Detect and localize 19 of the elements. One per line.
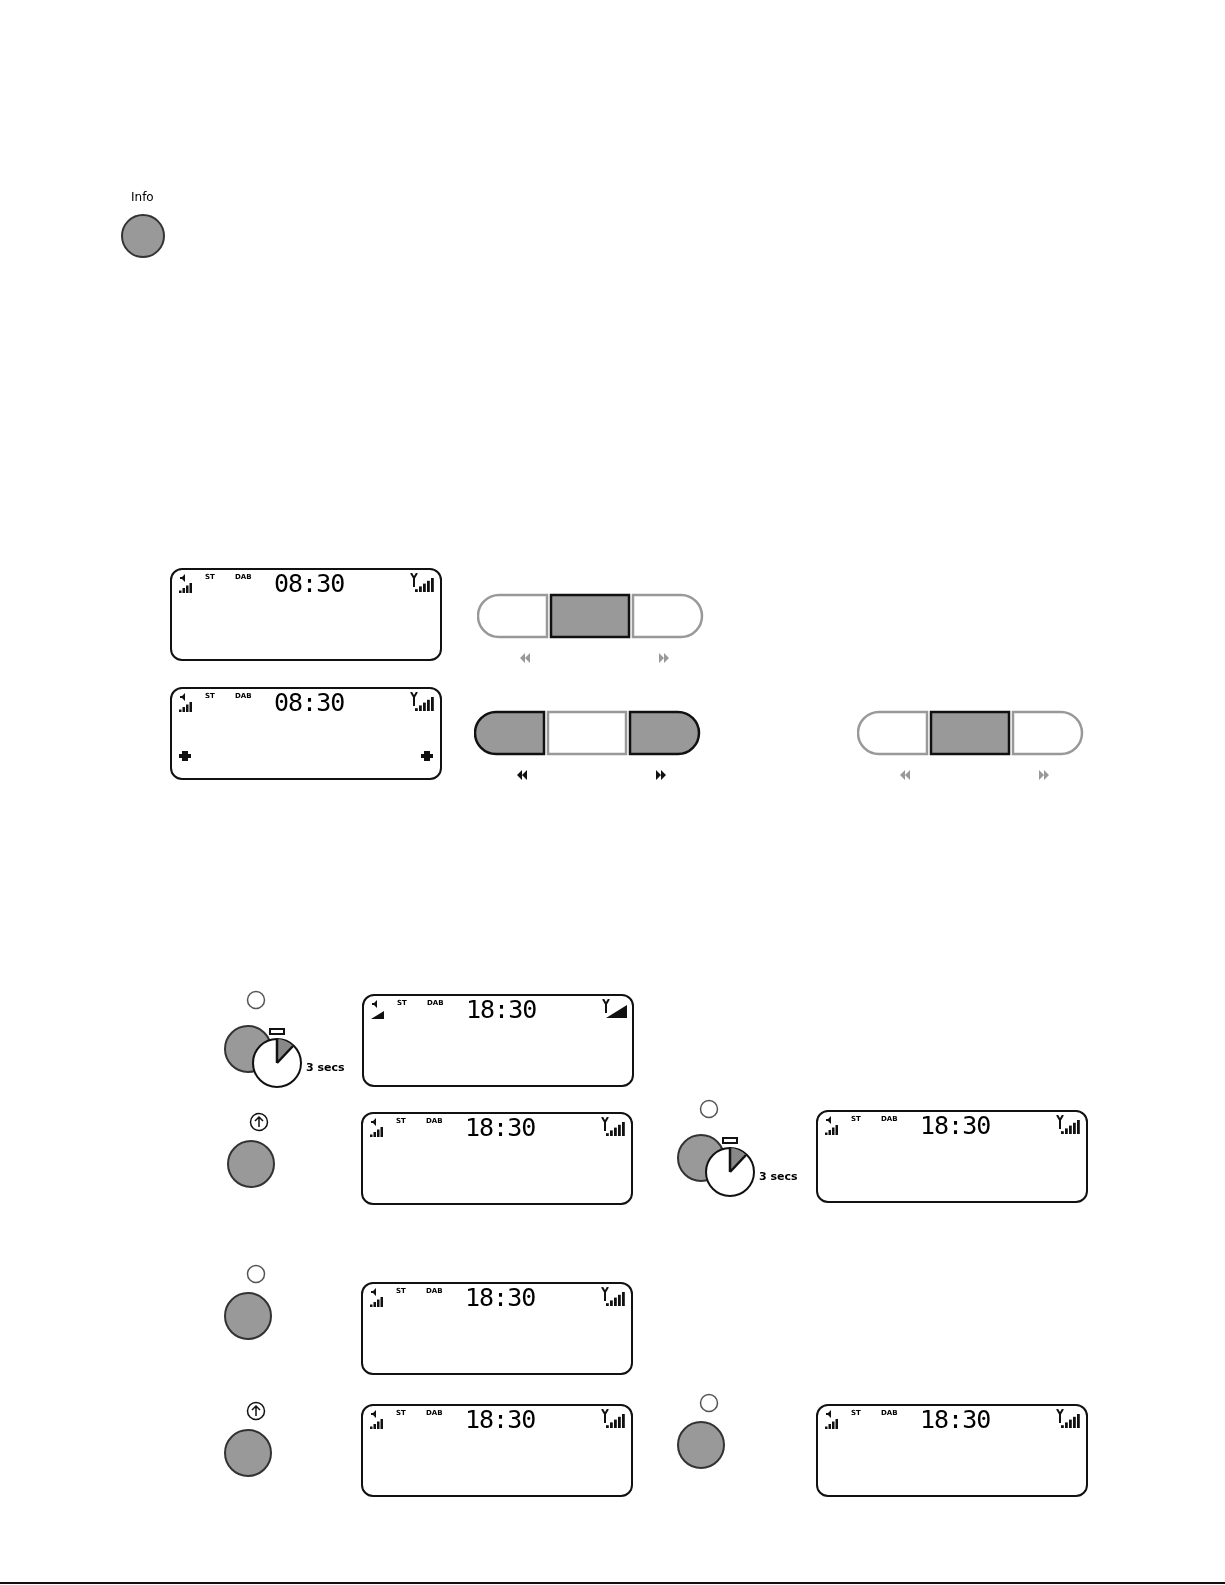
clock-time: 18:30 — [920, 1113, 991, 1139]
clock-time: 08:30 — [274, 690, 345, 716]
lcd-display — [170, 687, 442, 780]
clock-time: 18:30 — [465, 1285, 536, 1311]
clock-time: 18:30 — [465, 1115, 536, 1141]
lcd-display — [361, 1404, 633, 1497]
duration-label: 3 secs — [759, 1171, 798, 1183]
clock-time: 18:30 — [466, 997, 537, 1023]
clock-time: 18:30 — [920, 1407, 991, 1433]
duration-label: 3 secs — [306, 1062, 345, 1074]
lcd-display — [361, 1112, 633, 1205]
clock-time: 18:30 — [465, 1407, 536, 1433]
lcd-display — [816, 1404, 1088, 1497]
lcd-display — [362, 994, 634, 1087]
lcd-display — [170, 568, 442, 661]
lcd-display — [361, 1282, 633, 1375]
button-label: Info — [131, 190, 154, 204]
clock-time: 08:30 — [274, 571, 345, 597]
lcd-display — [816, 1110, 1088, 1203]
